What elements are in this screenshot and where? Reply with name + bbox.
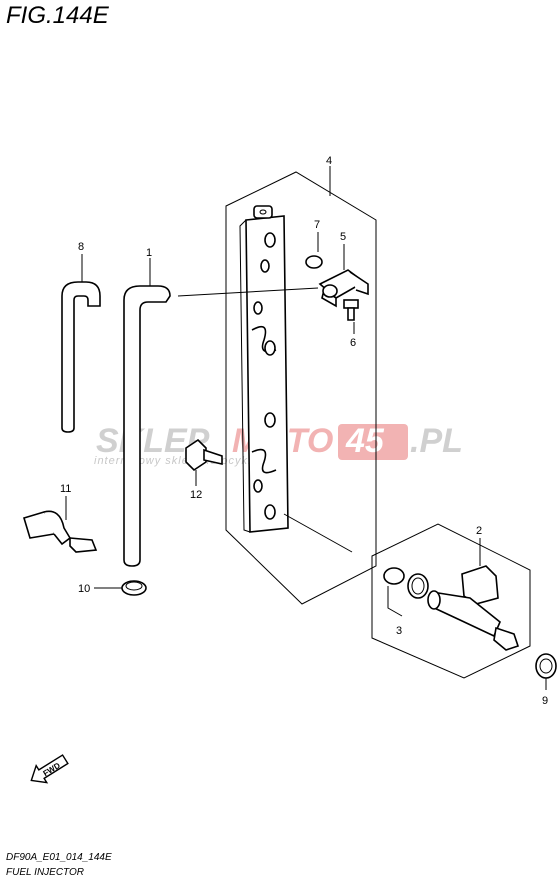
hose-part-1 — [123, 285, 171, 567]
watermark-badge — [338, 424, 408, 460]
callout-3: 3 — [396, 625, 402, 637]
watermark-part-4: .PL — [410, 422, 463, 460]
callout-11: 11 — [60, 483, 71, 495]
callout-7: 7 — [314, 219, 320, 231]
grommet-part-9 — [535, 653, 557, 679]
callout-6: 6 — [350, 337, 356, 349]
watermark-part-3: 45 — [345, 422, 385, 460]
figure-code: DF90A_E01_014_144E — [6, 852, 112, 863]
watermark-tagline: internetowy sklep motocyklowy — [94, 455, 275, 467]
seal-part-3 — [383, 567, 429, 599]
callout-10: 10 — [78, 583, 90, 595]
clip-part-10 — [121, 580, 147, 596]
callout-9: 9 — [542, 695, 548, 707]
figure-title: FIG.144E — [6, 2, 109, 29]
callout-2: 2 — [476, 525, 482, 537]
clamp-part-11 — [23, 510, 98, 553]
delivery-pipe-group-box — [225, 171, 377, 605]
watermark: SKLEP MOTO 45 .PL internetowy sklep moto… — [94, 422, 463, 467]
bolt-part-12 — [185, 438, 223, 472]
callout-5: 5 — [340, 231, 346, 243]
callout-4: 4 — [326, 155, 332, 167]
hose-part-8 — [61, 281, 101, 433]
union-part-5 — [318, 269, 369, 308]
fuel-delivery-pipe — [239, 205, 289, 533]
callout-1: 1 — [146, 247, 152, 259]
o-ring-part-7 — [305, 255, 323, 269]
callout-12: 12 — [190, 489, 202, 501]
callout-8: 8 — [78, 241, 84, 253]
injector-group-box — [371, 523, 531, 679]
leader-lines — [65, 166, 547, 690]
fwd-arrow-icon: FWD — [30, 754, 69, 784]
callout-numbers: 4 7 5 6 8 1 11 12 10 2 3 9 — [60, 155, 548, 707]
figure-name: FUEL INJECTOR — [6, 867, 84, 878]
fuel-injector-part-2 — [427, 565, 520, 651]
bolt-part-6 — [343, 299, 359, 321]
